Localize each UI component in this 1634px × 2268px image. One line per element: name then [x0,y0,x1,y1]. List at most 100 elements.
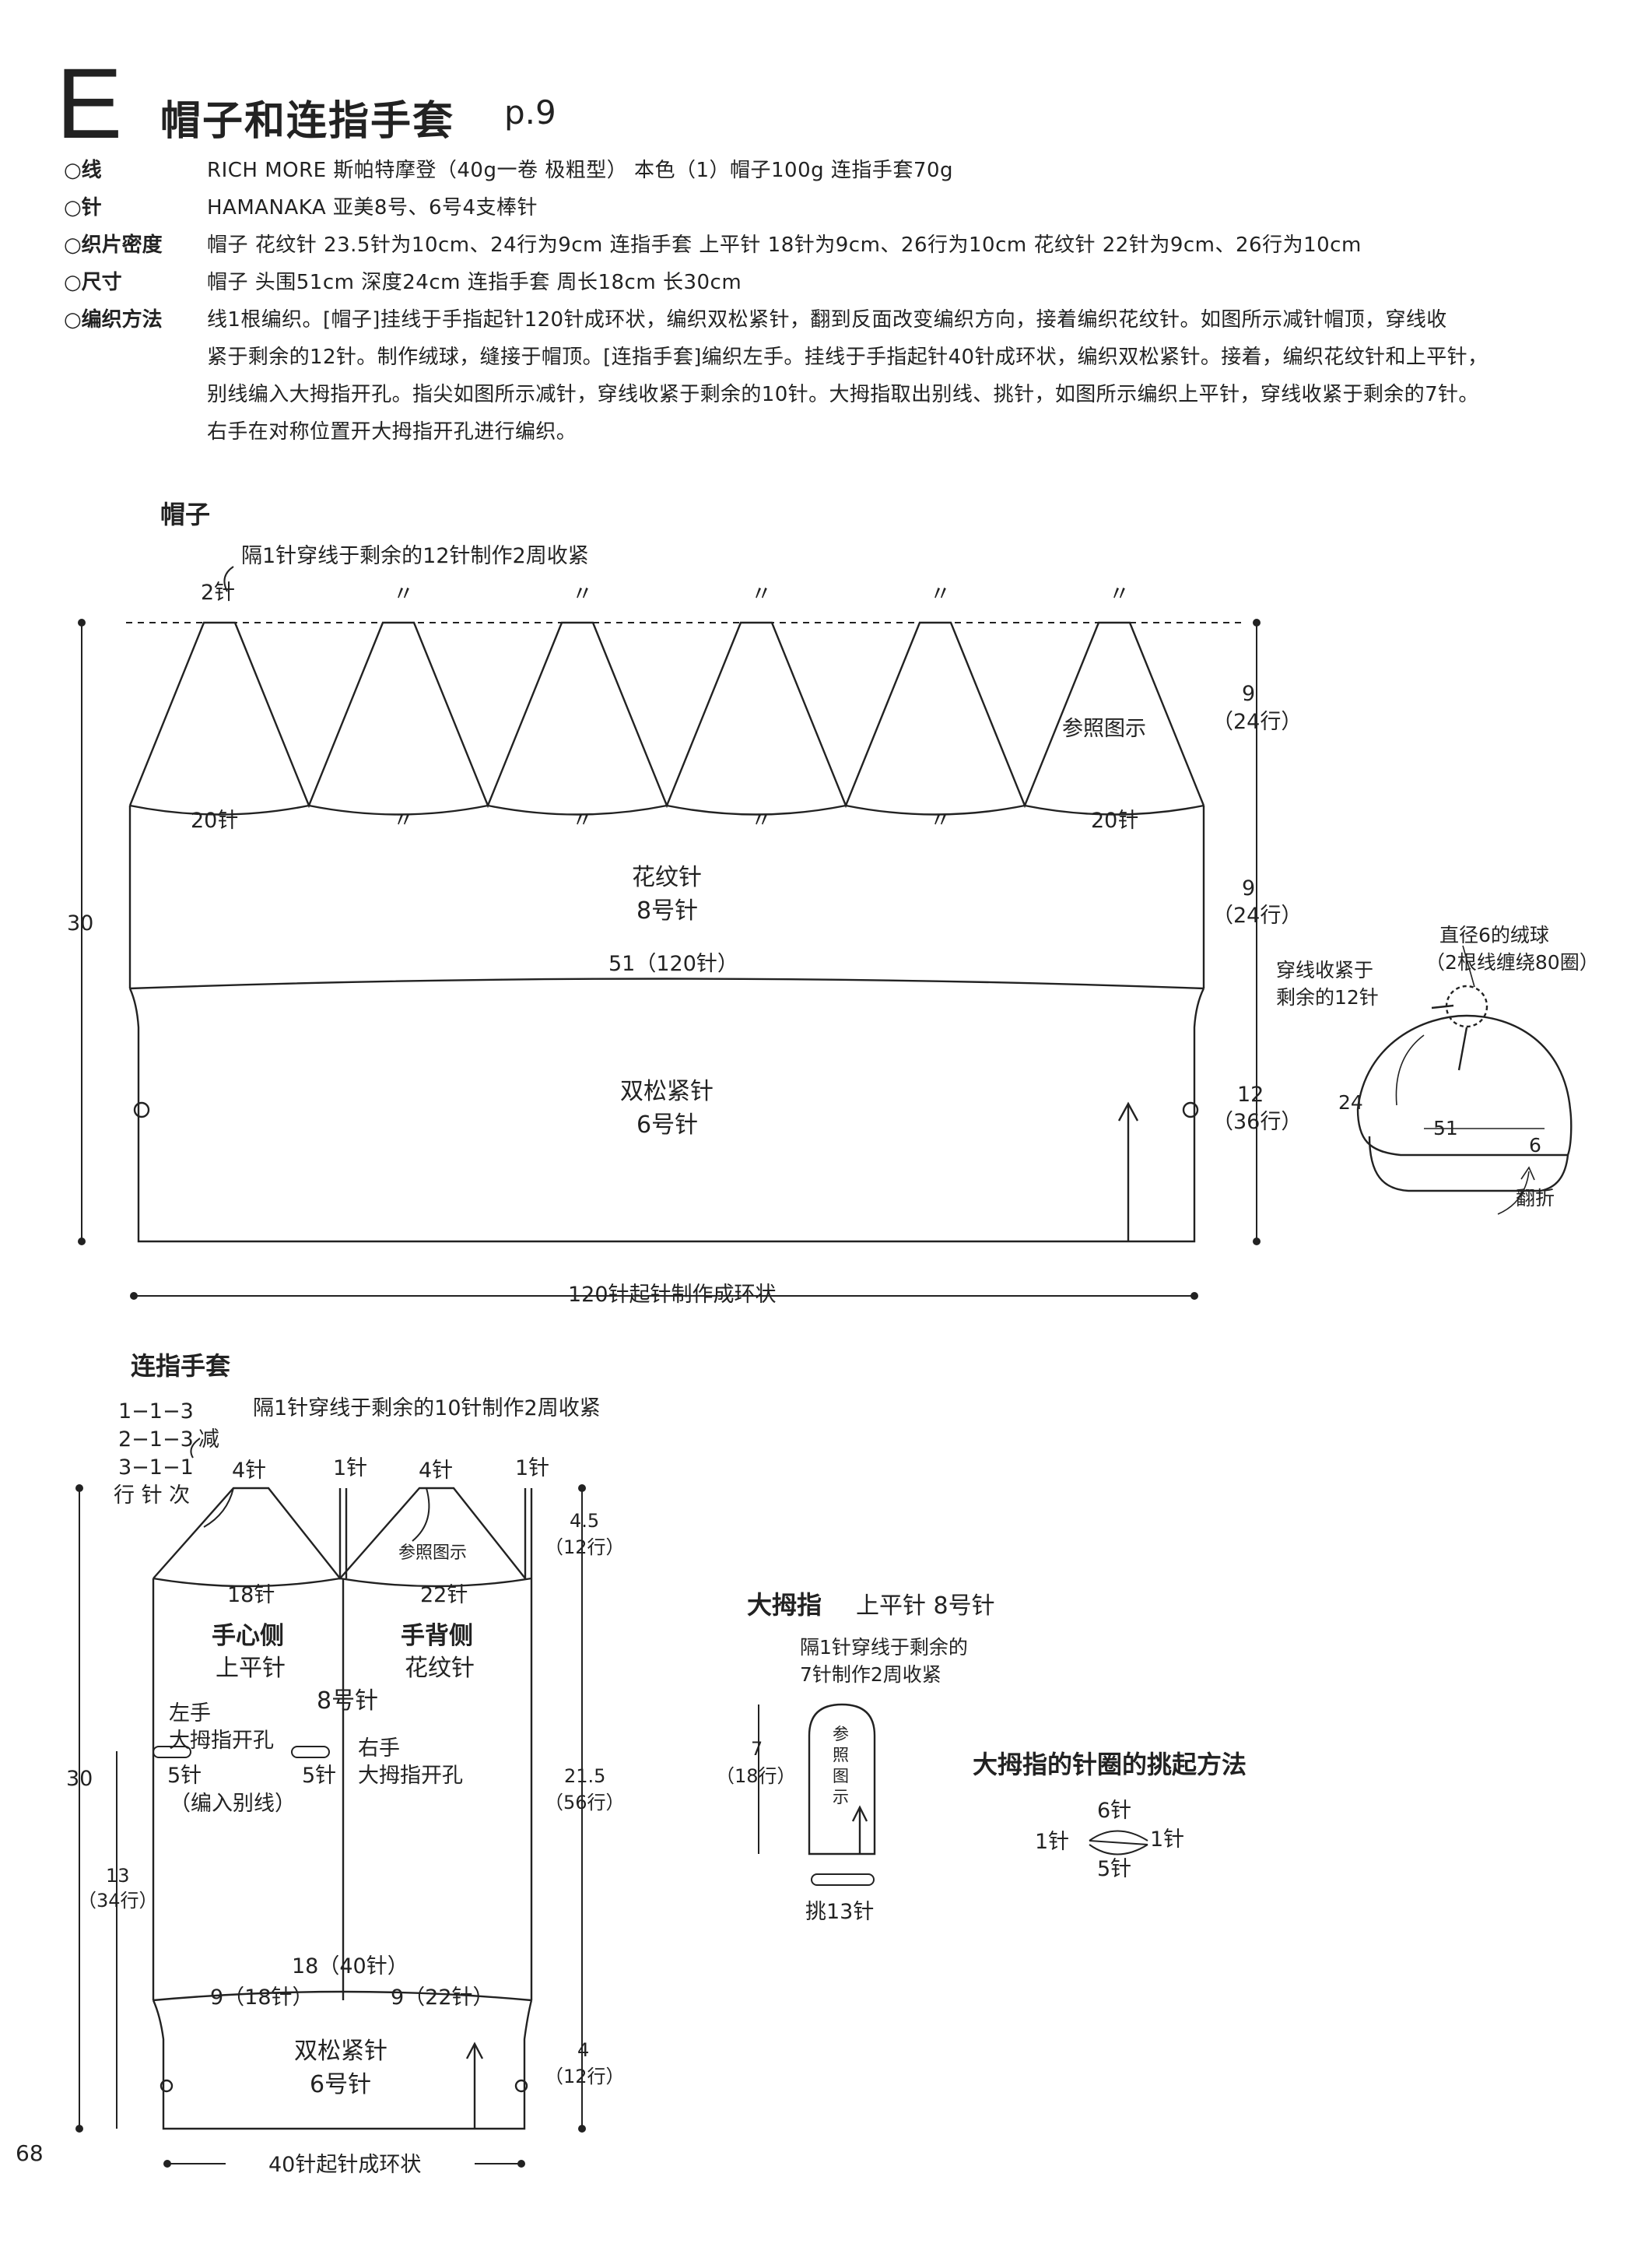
spec-label-method: ○编织方法 [64,308,163,332]
mitten-stitch-1: 1针 [333,1456,367,1480]
dimension-endpoints [75,619,1261,2168]
ditto-mark: 〃 [1109,582,1130,606]
method-line: 线1根编织。[帽子]挂线于手指起针120针成环状，编织双松紧针，翻到反面改变编织… [207,308,1447,332]
thumb-pattern: 上平针 8号针 [856,1592,995,1620]
left-hand-label: 左手 [169,1701,211,1726]
mitten-stitch-4: 4针 [232,1459,266,1483]
left-hole-stitches: 5针 [167,1764,202,1788]
decrease-row: 1−1−3 [118,1399,194,1424]
pickup-title: 大拇指的针圈的挑起方法 [973,1750,1247,1779]
hat-illustration-labels: 直径6的绒球 （2根线缠绕80圈） 穿线收紧于 剩余的12针 24 51 6 翻… [1276,924,1599,1209]
mitten-rib-label: 双松紧针 [294,2038,387,2065]
illus-circumference: 51 [1433,1117,1458,1139]
gather-label: 穿线收紧于 [1276,959,1373,981]
method-line: 右手在对称位置开大拇指开孔进行编织。 [207,420,577,444]
page-reference: p.9 [504,93,556,132]
hat-dim-rib: 12 [1237,1083,1264,1107]
right-hand-label: 右手 [358,1736,400,1761]
spec-label-size: ○尺寸 [64,271,122,294]
spec-label-needle: ○针 [64,196,102,219]
illus-depth: 24 [1338,1091,1363,1114]
pickup-diagram [1089,1830,1148,1855]
thumb-height: 7 [751,1738,763,1760]
left-hole-note: （编入别线） [170,1792,296,1816]
thumb-note: 7针制作2周收紧 [800,1663,941,1686]
rib-rows: （12行） [545,2066,625,2087]
hat-rib-needle: 6号针 [636,1111,698,1139]
thumb-labels: 大拇指 上平针 8号针 隔1针穿线于剩余的 7针制作2周收紧 参 照 图 示 7… [716,1590,995,1924]
mitten-schematic [152,1487,533,2130]
ditto-mark: 〃 [751,809,772,833]
decrease-row: 2−1−3 [118,1427,194,1452]
hat-top-stitch: 2针 [201,581,235,605]
back-title: 手背侧 [401,1622,473,1650]
hat-illustration [1356,945,1573,1215]
hat-edge-stitches: 20针 [191,809,238,833]
pickup-bottom: 5针 [1097,1857,1131,1881]
hat-dim-mid: 9 [1242,876,1255,901]
pompom-label: 直径6的绒球 [1439,924,1549,946]
mitten-total-height: 30 [66,1767,93,1791]
thumb-pickup: 挑13针 [805,1900,874,1924]
mitten-circumference: 18（40针） [292,1954,408,1978]
hat-dim-mid-rows: （24行） [1212,904,1302,928]
thumb-ref-char: 示 [833,1788,849,1806]
section-letter: E [56,48,123,160]
hat-pattern-needle: 8号针 [636,897,698,925]
pickup-labels: 大拇指的针圈的挑起方法 6针 1针 1针 5针 [973,1750,1247,1881]
hat-top-note: 隔1针穿线于剩余的12针制作2周收紧 [241,544,589,568]
hat-edge-stitches: 20针 [1091,809,1138,833]
thumb-schematic [758,1703,876,1886]
mitten-stitch-4: 4针 [419,1459,453,1483]
spec-value-needle: HAMANAKA 亚美8号、6号4支棒针 [207,196,538,219]
ditto-mark: 〃 [572,809,593,833]
page-title: 帽子和连指手套 [160,98,455,145]
back-pattern: 花纹针 [405,1655,475,1682]
ditto-mark: 〃 [572,582,593,606]
pickup-top: 6针 [1097,1799,1131,1823]
illus-fold: 翻折 [1516,1187,1555,1209]
ditto-mark: 〃 [393,809,414,833]
ditto-mark: 〃 [930,809,951,833]
rib-height: 4 [577,2039,589,2061]
hat-dimension-lines [81,566,1257,1297]
hat-section-title: 帽子 [160,500,211,529]
body-rows: （56行） [545,1792,625,1813]
mitten-needle: 8号针 [317,1687,378,1715]
body-height: 21.5 [564,1765,605,1787]
ditto-mark: 〃 [930,582,951,606]
palm-pattern: 上平针 [216,1655,286,1682]
tip-rows: （12行） [545,1536,625,1558]
mitten-cast-on: 40针起针成环状 [268,2153,421,2177]
illus-fold-height: 6 [1529,1134,1541,1157]
thumb-position: 13 [106,1865,130,1887]
palm-stitches: 18针 [227,1583,275,1607]
hat-total-height: 30 [67,911,93,936]
thumb-note: 隔1针穿线于剩余的 [800,1636,968,1659]
thumb-ref-char: 参 [833,1725,849,1743]
spec-label-yarn: ○线 [64,159,102,182]
page-number: 68 [16,2140,44,2166]
decrease-label: 减 [198,1427,219,1452]
hat-dim-top: 9 [1242,682,1255,706]
back-stitches: 22针 [420,1583,468,1607]
thumb-ref-char: 图 [833,1767,849,1785]
decrease-row: 3−1−1 [118,1455,194,1480]
left-thumb-hole: 大拇指开孔 [169,1729,274,1753]
hat-dim-rib-rows: （36行） [1212,1110,1302,1134]
hat-ref-note: 参照图示 [1062,717,1146,741]
right-thumb-hole: 大拇指开孔 [358,1764,463,1788]
mitten-top-note: 隔1针穿线于剩余的10针制作2周收紧 [253,1396,601,1420]
thumb-position-rows: （34行） [78,1890,158,1912]
right-hole-stitches: 5针 [302,1764,336,1788]
mitten-rib-needle: 6号针 [310,2071,371,2098]
hat-cast-on: 120针起针制作成环状 [568,1283,777,1307]
half-right: 9（22针） [391,1985,494,2010]
mitten-labels: 1−1−3 2−1−3 3−1−1 减 行 针 次 隔1针穿线于剩余的10针制作… [66,1396,625,2177]
mitten-dimension-lines [79,1438,583,2164]
pickup-right: 1针 [1150,1827,1184,1852]
pompom-note: （2根线缠绕80圈） [1425,951,1599,974]
mitten-ref-note: 参照图示 [398,1543,467,1563]
spec-value-size: 帽子 头围51cm 深度24cm 连指手套 周长18cm 长30cm [207,271,742,294]
